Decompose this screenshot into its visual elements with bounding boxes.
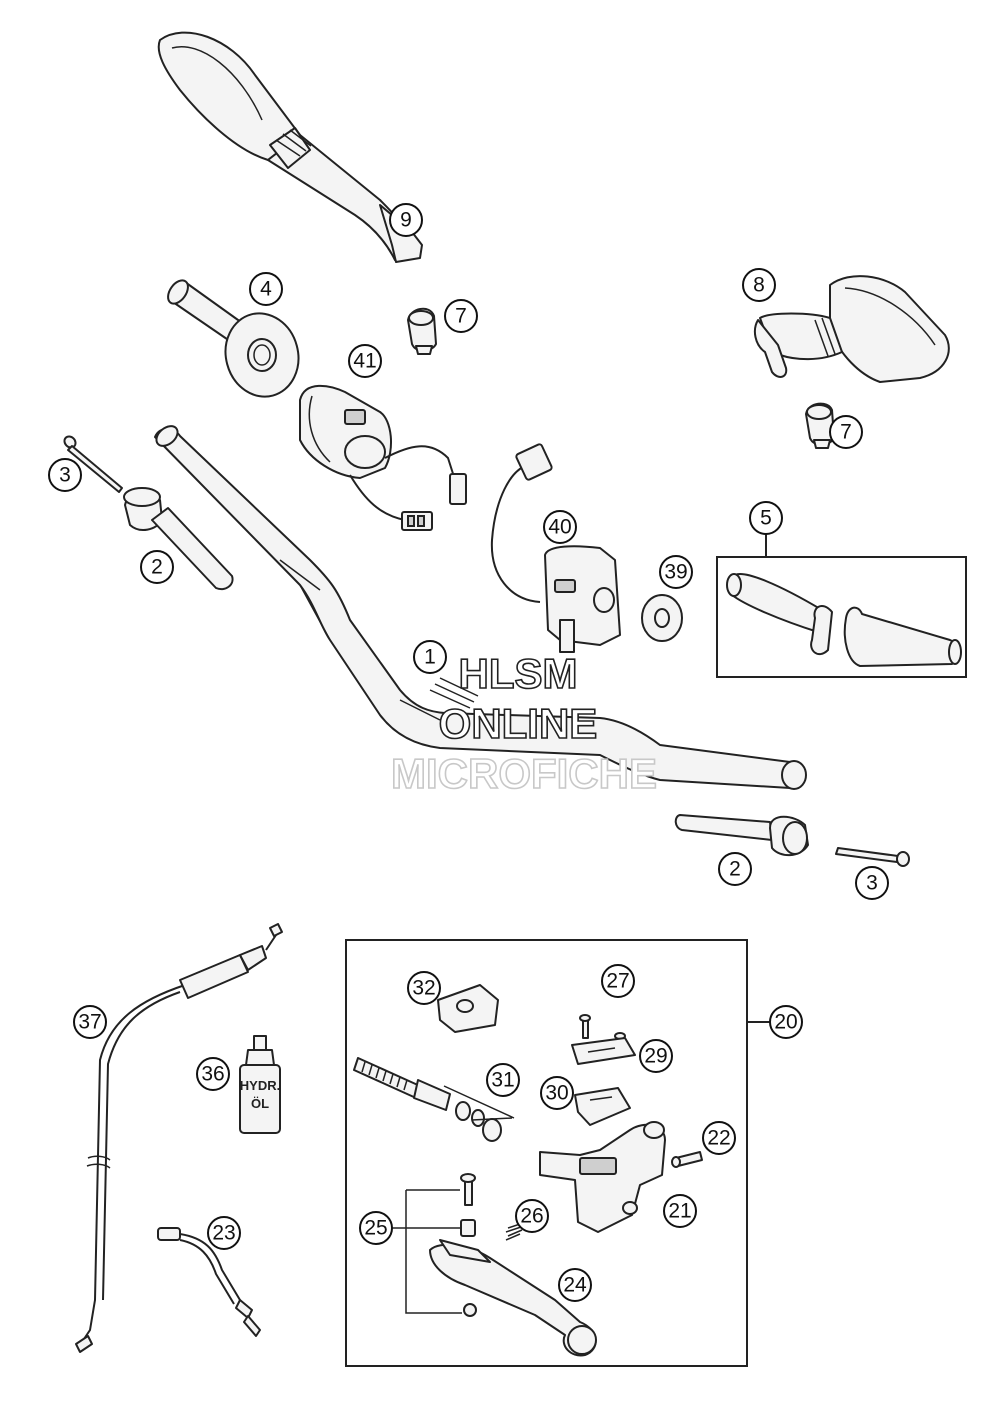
callout-9[interactable]: 9 <box>389 203 423 237</box>
watermark-line1: HLSM <box>459 650 578 697</box>
callout-26[interactable]: 26 <box>515 1199 549 1233</box>
callout-label: 36 <box>201 1063 224 1086</box>
bar-end-weight-left[interactable] <box>123 487 234 591</box>
brake-light-switch[interactable] <box>157 1227 261 1337</box>
right-handlebar-switch[interactable] <box>490 443 621 653</box>
callout-1[interactable]: 1 <box>413 640 447 674</box>
bar-end-right[interactable] <box>805 402 835 449</box>
callout-22[interactable]: 22 <box>702 1121 736 1155</box>
callout-20[interactable]: 20 <box>769 1005 803 1039</box>
right-mirror[interactable] <box>753 275 950 383</box>
callout-label: 31 <box>491 1069 514 1092</box>
callout-7[interactable]: 7 <box>444 299 478 333</box>
callout-label: 1 <box>424 646 436 669</box>
callout-5[interactable]: 5 <box>749 501 783 535</box>
callout-label: 39 <box>664 561 687 584</box>
bar-end-weight-right[interactable] <box>674 814 809 857</box>
callout-label: 9 <box>400 209 412 232</box>
callout-8[interactable]: 8 <box>742 268 776 302</box>
callout-30[interactable]: 30 <box>540 1076 574 1110</box>
callout-label: 5 <box>760 507 772 530</box>
callout-40[interactable]: 40 <box>543 510 577 544</box>
callout-label: 37 <box>78 1011 101 1034</box>
callout-32[interactable]: 32 <box>407 971 441 1005</box>
bar-end-left[interactable] <box>407 307 437 355</box>
grip-set-box[interactable] <box>716 534 967 678</box>
callout-label: 41 <box>353 350 376 373</box>
watermark: HLSM ONLINE MICROFICHE <box>390 649 658 798</box>
brake-hose[interactable] <box>75 923 283 1353</box>
callout-24[interactable]: 24 <box>558 1268 592 1302</box>
bottle-label-line1: HYDR. <box>240 1078 280 1093</box>
left-handlebar-switch[interactable] <box>299 384 467 531</box>
callout-label: 22 <box>707 1127 730 1150</box>
callout-21[interactable]: 21 <box>663 1194 697 1228</box>
callout-3[interactable]: 3 <box>48 458 82 492</box>
callout-23[interactable]: 23 <box>207 1216 241 1250</box>
callout-29[interactable]: 29 <box>639 1039 673 1073</box>
callout-label: 40 <box>548 516 571 539</box>
callout-27[interactable]: 27 <box>601 964 635 998</box>
callout-label: 3 <box>59 464 71 487</box>
callout-41[interactable]: 41 <box>348 344 382 378</box>
washer[interactable] <box>641 594 683 642</box>
callout-label: 2 <box>151 556 163 579</box>
brake-master-cylinder-kit[interactable] <box>345 939 770 1367</box>
callout-label: 7 <box>455 305 467 328</box>
callout-label: 3 <box>866 872 878 895</box>
handlebar[interactable] <box>153 422 807 790</box>
callout-label: 25 <box>364 1217 387 1240</box>
callout-label: 4 <box>260 278 272 301</box>
callout-2[interactable]: 2 <box>140 550 174 584</box>
callout-label: 21 <box>668 1200 691 1223</box>
watermark-line2: ONLINE <box>439 700 598 747</box>
callout-4[interactable]: 4 <box>249 272 283 306</box>
left-grip-throttle[interactable] <box>164 277 308 405</box>
callout-39[interactable]: 39 <box>659 555 693 589</box>
callout-37[interactable]: 37 <box>73 1005 107 1039</box>
watermark-line3: MICROFICHE <box>391 750 657 797</box>
callout-label: 24 <box>563 1274 587 1297</box>
callout-label: 29 <box>644 1045 667 1068</box>
callout-label: 26 <box>520 1205 543 1228</box>
callout-3[interactable]: 3 <box>855 866 889 900</box>
left-mirror[interactable] <box>157 31 423 263</box>
callout-2[interactable]: 2 <box>718 852 752 886</box>
callout-label: 20 <box>774 1011 797 1034</box>
callout-7[interactable]: 7 <box>829 415 863 449</box>
callout-label: 27 <box>606 970 629 993</box>
callout-label: 30 <box>545 1082 568 1105</box>
callout-label: 23 <box>212 1222 235 1245</box>
callout-label: 7 <box>840 421 852 444</box>
callout-label: 2 <box>729 858 741 881</box>
bar-end-screw-left[interactable] <box>62 434 123 493</box>
hydraulic-oil-bottle[interactable]: HYDR. ÖL <box>239 1035 281 1134</box>
callout-31[interactable]: 31 <box>486 1063 520 1097</box>
bottle-label-line2: ÖL <box>251 1096 269 1111</box>
bar-end-screw-right[interactable] <box>835 847 910 867</box>
callout-36[interactable]: 36 <box>196 1057 230 1091</box>
callout-25[interactable]: 25 <box>359 1211 393 1245</box>
callout-label: 32 <box>412 977 435 1000</box>
callout-label: 8 <box>753 274 765 297</box>
